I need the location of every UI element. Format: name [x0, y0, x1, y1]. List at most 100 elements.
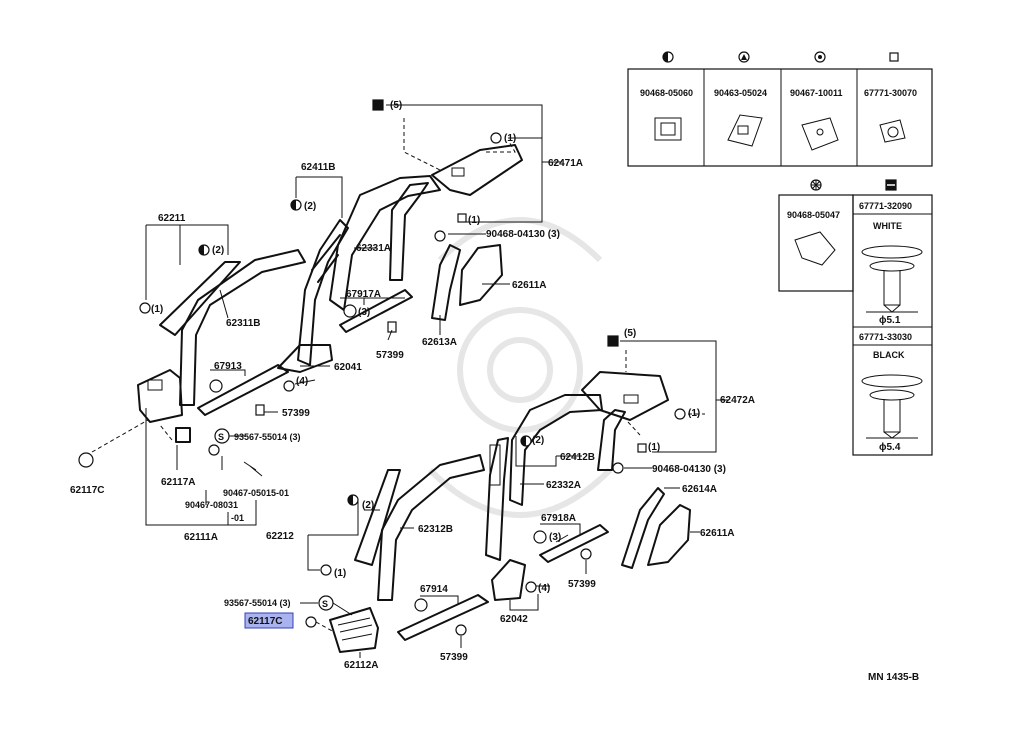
label-62472A: 62472A [720, 395, 755, 406]
triangle-circle-icon [139, 302, 151, 314]
filled-square-icon [607, 335, 619, 347]
legend-part-7: 67771-33030 [859, 332, 912, 342]
label-67914: 67914 [420, 584, 448, 595]
label-62611A: 62611A [700, 528, 734, 539]
label-62041: 62041 [334, 362, 362, 373]
ring-circle-icon [283, 380, 295, 392]
label-quantity: (2) [532, 435, 544, 446]
triangle-circle-icon [674, 408, 686, 420]
part-labels: (5) (1) 62471A (1) 90468-04130 (3) 62411… [70, 100, 919, 683]
asterisk-circle-icon [533, 530, 547, 544]
clip-62117C-icon [305, 616, 317, 628]
square-icon [637, 443, 647, 453]
clip-icon [208, 444, 220, 456]
label-62332A: 62332A [546, 480, 581, 491]
svg-text:S: S [322, 599, 328, 609]
label-quantity: (1) [334, 568, 346, 579]
highlight-62117C[interactable] [244, 612, 294, 629]
label-quantity: (2) [362, 500, 374, 511]
svg-text:S: S [218, 432, 224, 442]
label-62471A: 62471A [548, 158, 583, 169]
label-quantity: (1) [151, 304, 163, 315]
legend-lower-table: 90468-05047 67771-32090 WHITE ϕ5.1 67771… [778, 179, 933, 456]
ring-circle-icon [525, 581, 537, 593]
legend-part-3: 90467-10011 [790, 88, 843, 98]
legend-part-1: 90468-05060 [640, 88, 693, 98]
label-90467-08031-01: -01 [231, 513, 244, 523]
legend-black: BLACK [873, 350, 905, 360]
triangle-circle-icon [490, 132, 502, 144]
label-62311B: 62311B [226, 318, 260, 329]
label-90467-08031: 90467-08031 [185, 500, 238, 510]
legend-diameter-2: ϕ5.4 [879, 442, 901, 453]
label-57399: 57399 [568, 579, 596, 590]
asterisk-circle-icon [414, 598, 428, 612]
watermark-emblem [427, 217, 613, 518]
label-90468-04130: 90468-04130 (3) [486, 229, 560, 240]
asterisk-circle-icon [209, 379, 223, 393]
label-quantity: (2) [212, 245, 224, 256]
label-quantity: (1) [504, 133, 516, 144]
legend-part-6: 67771-32090 [859, 201, 912, 211]
upper-assembly-drawing [137, 144, 523, 443]
legend-diameter-1: ϕ5.1 [879, 315, 901, 326]
label-62211: 62211 [158, 213, 186, 224]
label-90468-04130: 90468-04130 (3) [652, 464, 726, 475]
label-quantity: (1) [648, 442, 660, 453]
label-67917A: 67917A [346, 289, 381, 300]
label-67918A: 67918A [541, 513, 576, 524]
filled-square-icon [372, 99, 384, 111]
legend-part-4: 67771-30070 [864, 88, 917, 98]
clip-icon [455, 624, 467, 636]
legend-part-2: 90463-05024 [714, 88, 767, 98]
label-57399: 57399 [282, 408, 310, 419]
label-93567-55014: 93567-55014 (3) [234, 432, 301, 442]
lower-assembly-drawing [329, 371, 691, 653]
label-62117C: 62117C [70, 485, 104, 496]
label-quantity: (4) [296, 376, 308, 387]
label-57399: 57399 [376, 350, 404, 361]
clip-62117C-icon [78, 452, 94, 468]
label-quantity: (1) [468, 215, 480, 226]
label-quantity: (2) [304, 201, 316, 212]
legend-table: 90468-05060 90463-05024 90467-10011 6777… [627, 51, 933, 167]
label-62611A: 62611A [512, 280, 546, 291]
legend-part-5: 90468-05047 [787, 210, 840, 220]
footer-code: MN 1435-B [868, 672, 919, 683]
label-62112A: 62112A [344, 660, 378, 671]
square-icon [457, 213, 467, 223]
label-62614A: 62614A [682, 484, 717, 495]
ring-circle-icon [434, 230, 446, 242]
label-62117C-highlighted[interactable]: 62117C [248, 616, 282, 627]
label-62212: 62212 [266, 531, 294, 542]
leader-lines [91, 104, 728, 658]
label-quantity: (5) [390, 100, 402, 111]
label-quantity: (4) [538, 583, 550, 594]
label-quantity: (3) [549, 532, 561, 543]
clip-icon [580, 548, 592, 560]
legend-white: WHITE [873, 221, 902, 231]
label-62331A: 62331A [356, 243, 391, 254]
label-67913: 67913 [214, 361, 242, 372]
label-57399: 57399 [440, 652, 468, 663]
label-62117A: 62117A [161, 477, 195, 488]
callout-symbols: S S [78, 99, 686, 636]
ring-circle-icon [612, 462, 624, 474]
label-62412B: 62412B [560, 452, 595, 463]
clip-icon [387, 321, 397, 333]
triangle-circle-icon [320, 564, 332, 576]
asterisk-circle-icon [343, 304, 357, 318]
label-62042: 62042 [500, 614, 528, 625]
label-62613A: 62613A [422, 337, 457, 348]
label-62111A: 62111A [184, 532, 218, 543]
clip-icon [255, 404, 265, 416]
square-icon [889, 52, 899, 62]
label-quantity: (1) [688, 408, 700, 419]
label-quantity: (3) [358, 307, 370, 318]
label-62312B: 62312B [418, 524, 453, 535]
label-93567-55014: 93567-55014 (3) [224, 598, 291, 608]
label-62411B: 62411B [301, 162, 335, 173]
label-quantity: (5) [624, 328, 636, 339]
label-90467-05015-01: 90467-05015-01 [223, 488, 289, 498]
